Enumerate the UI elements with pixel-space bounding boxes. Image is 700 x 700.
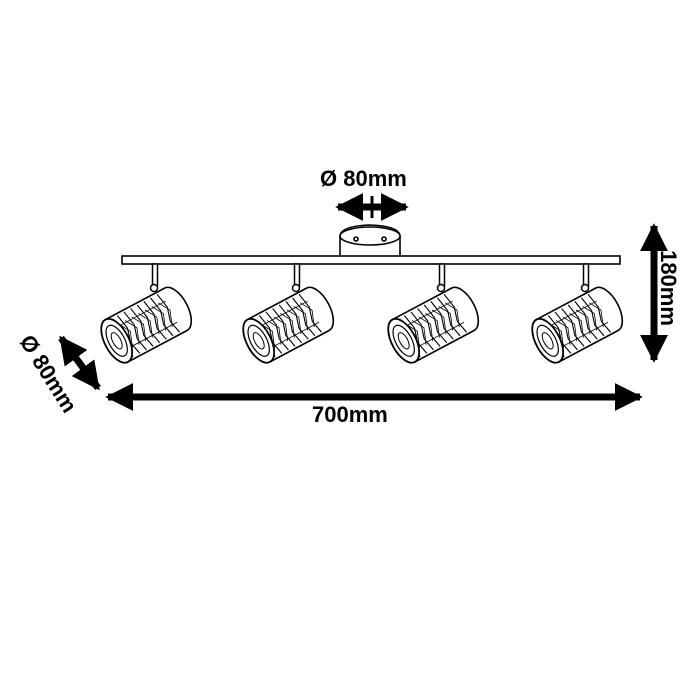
crystal-facet: [123, 311, 147, 351]
crystal-facet-edge: [266, 320, 282, 345]
spotlight: [387, 263, 480, 364]
crystal-facet-edge: [418, 316, 434, 342]
spotlight: [100, 263, 193, 364]
spotlight-stem: [582, 263, 590, 287]
crystal-facet-edge: [425, 313, 440, 338]
ceiling-canopy: [339, 224, 401, 255]
crystal-facet: [587, 294, 611, 333]
spotlight-bulb: [397, 332, 410, 350]
spotlight: [242, 263, 335, 364]
spotlight-stem: [438, 263, 446, 287]
crystal-facet-edge: [445, 302, 460, 328]
crystal-facet: [143, 301, 167, 340]
spotlight-lens: [536, 324, 559, 357]
crystal-facet: [265, 311, 289, 351]
spotlight-stem: [151, 263, 159, 287]
crystal-facet-edge: [411, 320, 427, 345]
crystal-facet: [574, 301, 598, 340]
crystal-facet-edge: [562, 316, 578, 342]
spotlight-lens: [392, 324, 415, 357]
crystal-facet: [567, 304, 592, 344]
spotlight-stem: [293, 263, 301, 287]
crystal-facet-edge: [575, 309, 591, 335]
crystal-facet-edge: [144, 309, 160, 335]
crystal-facet: [156, 294, 180, 333]
crystal-facet: [272, 308, 296, 347]
crystal-facet: [417, 308, 441, 347]
spotlight-bulb: [541, 332, 554, 350]
crystal-facet: [292, 297, 316, 337]
crystal-facet-edge: [555, 320, 571, 345]
crystal-facet: [130, 308, 154, 347]
crystal-band: [554, 321, 609, 351]
crystal-facet-edge: [582, 306, 598, 331]
crystal-band: [123, 321, 178, 351]
spotlight-group: [100, 263, 624, 364]
spotlight-lens: [247, 324, 270, 357]
crystal-facet-edge: [589, 302, 604, 328]
spotlight-lens: [105, 324, 128, 357]
spotlight-joint: [149, 283, 159, 293]
mount-diameter-label: Ø 80mm: [320, 166, 407, 191]
crystal-facet-edge: [431, 309, 447, 335]
crystal-facet-edge: [124, 320, 140, 345]
crystal-facet: [423, 304, 448, 344]
crystal-facet: [116, 315, 141, 354]
crystal-band: [410, 321, 465, 351]
crystal-facet: [554, 311, 578, 351]
mounting-bar: [121, 255, 621, 265]
crystal-facet-edge: [138, 313, 153, 338]
overall-length-label: 700mm: [312, 402, 388, 427]
crystal-facet-edge: [273, 316, 289, 342]
crystal-facet: [443, 294, 467, 333]
crystal-band: [265, 321, 320, 351]
crystal-facet-edge: [438, 306, 454, 331]
crystal-facet: [403, 315, 428, 354]
crystal-band: [112, 300, 166, 330]
crystal-facet-edge: [293, 306, 309, 331]
spotlight-head: [242, 286, 335, 364]
overall-height-label: 180mm: [656, 250, 681, 326]
crystal-facet-edge: [280, 313, 295, 338]
spotlight-head: [387, 286, 480, 364]
spotlight-head: [531, 286, 624, 364]
crystal-facet-edge: [131, 316, 147, 342]
spotlight: [531, 263, 624, 364]
crystal-facet: [561, 308, 585, 347]
crystal-facet: [410, 311, 434, 351]
crystal-facet: [285, 301, 309, 340]
crystal-facet-edge: [158, 302, 173, 328]
spotlight-bulb: [252, 332, 265, 350]
crystal-facet: [278, 304, 303, 344]
crystal-band: [543, 300, 597, 330]
spotlight-joint: [580, 283, 590, 293]
spotlight-head: [100, 286, 193, 364]
spot-diameter-arrow: [58, 335, 101, 391]
spotlight-joint: [291, 283, 301, 293]
crystal-facet-edge: [151, 306, 167, 331]
crystal-facet: [430, 301, 454, 340]
spotlight-bulb: [110, 332, 123, 350]
crystal-facet: [437, 297, 461, 337]
crystal-facet: [547, 315, 572, 354]
crystal-facet: [258, 315, 283, 354]
crystal-facet-edge: [569, 313, 584, 338]
crystal-facet: [136, 304, 161, 344]
crystal-facet-edge: [300, 302, 315, 328]
spotlight-joint: [436, 283, 446, 293]
crystal-facet-edge: [286, 309, 302, 335]
crystal-facet: [150, 297, 174, 337]
crystal-band: [254, 300, 308, 330]
crystal-band: [399, 300, 453, 330]
crystal-facet: [298, 294, 322, 333]
crystal-facet: [581, 297, 605, 337]
